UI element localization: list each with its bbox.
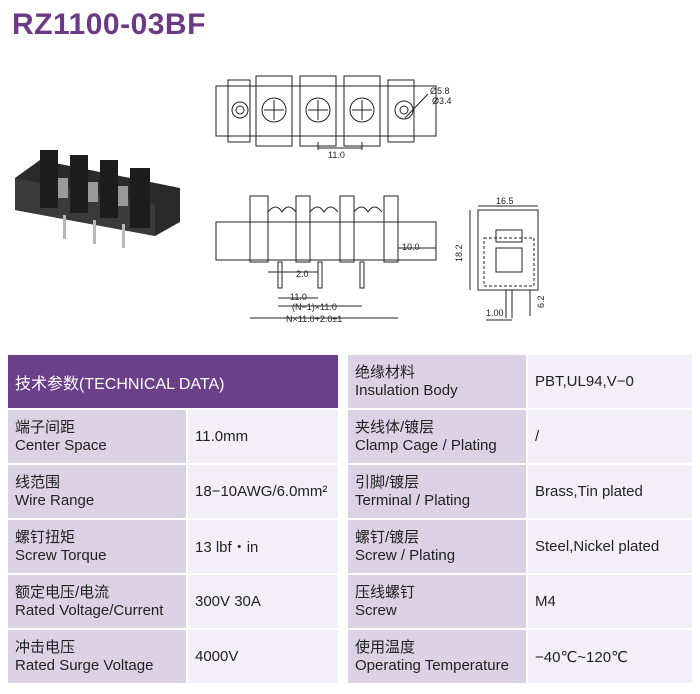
- left-label-cn: 线范围: [15, 473, 61, 491]
- right-label-cn: 夹线体/镀层: [355, 418, 435, 436]
- left-value: 4000V: [188, 630, 340, 685]
- left-label-en: Wire Range: [15, 491, 95, 509]
- dim-pin-2: 2.0: [296, 269, 309, 279]
- top-view-drawing: [215, 75, 437, 150]
- dim-w-16-5: 16.5: [496, 196, 514, 206]
- left-label-en: Rated Surge Voltage: [15, 656, 154, 674]
- right-value: Brass,Tin plated: [528, 465, 694, 520]
- product-photo: [15, 150, 180, 248]
- dim-side-10: 10.0: [402, 242, 420, 252]
- left-label-cn: 额定电压/电流: [15, 583, 110, 601]
- right-label-cn: 使用温度: [355, 638, 416, 656]
- right-label-cn: 螺钉/镀层: [355, 528, 420, 546]
- left-value: 11.0mm: [188, 410, 340, 465]
- left-value: 13 lbf・in: [188, 520, 340, 575]
- right-label-cn: 压线螺钉: [355, 583, 416, 601]
- left-label-en: Center Space: [15, 436, 107, 454]
- dim-top-pitch: 11.0: [328, 150, 345, 160]
- right-label-cn: 绝缘材料: [355, 363, 416, 381]
- page-title: RZ1100-03BF: [12, 8, 206, 41]
- dim-span-11: 11.0: [290, 292, 307, 302]
- left-label-cn: 冲击电压: [15, 638, 76, 656]
- right-label-en: Operating Temperature: [355, 656, 509, 674]
- left-value: 300V 30A: [188, 575, 340, 630]
- right-label-en: Screw / Plating: [355, 546, 456, 564]
- left-label-cn: 端子间距: [15, 418, 76, 436]
- technical-drawings: 11.0 Ø5.8 Ø3.4 10.0 2.0 11.0 (N−1)×11.0 …: [15, 75, 546, 324]
- dim-span-n1: (N−1)×11.0: [292, 302, 337, 312]
- dim-d2: Ø3.4: [432, 96, 452, 106]
- side-view-drawing: [469, 205, 539, 321]
- dim-span-total: N×11.0+2.0±1: [286, 314, 342, 324]
- left-label-en: Rated Voltage/Current: [15, 601, 164, 619]
- left-value: 18−10AWG/6.0mm²: [188, 465, 340, 520]
- dim-h-18-2: 18.2: [454, 244, 464, 262]
- right-label-en: Screw: [355, 601, 397, 619]
- right-value: Steel,Nickel plated: [528, 520, 694, 575]
- right-label-en: Insulation Body: [355, 381, 458, 399]
- right-label-cn: 引脚/镀层: [355, 473, 420, 491]
- right-value: PBT,UL94,V−0: [528, 355, 694, 410]
- right-value: /: [528, 410, 694, 465]
- right-label-en: Terminal / Plating: [355, 491, 471, 509]
- dim-pin-1: 1.00: [486, 308, 504, 318]
- right-value: −40℃~120℃: [528, 630, 694, 685]
- left-label-en: Screw Torque: [15, 546, 107, 564]
- right-value: M4: [528, 575, 694, 630]
- table-header: 技术参数(TECHNICAL DATA): [8, 355, 340, 410]
- front-view-drawing: [215, 195, 437, 319]
- right-label-en: Clamp Cage / Plating: [355, 436, 497, 454]
- dim-d1: Ø5.8: [430, 86, 450, 96]
- left-label-cn: 螺钉扭矩: [15, 528, 76, 546]
- dim-pin-6-2: 6.2: [536, 295, 546, 308]
